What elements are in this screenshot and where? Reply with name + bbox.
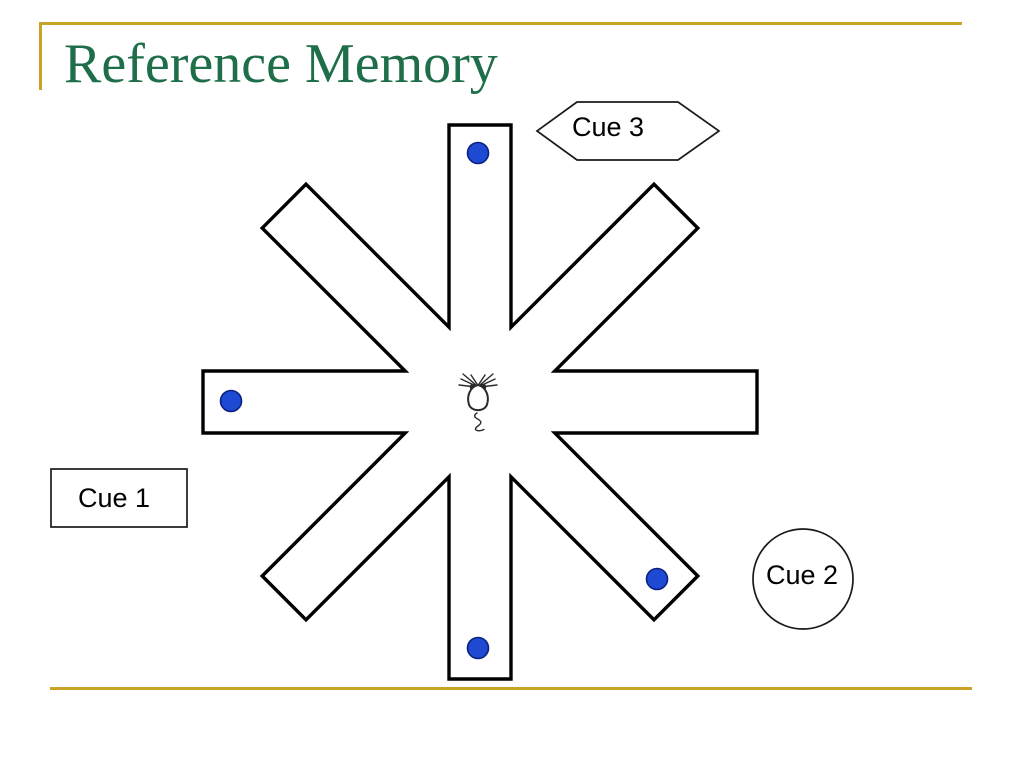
top-accent-rule [39,22,962,25]
cue2-circle: Cue 2 [752,528,854,630]
reward-dot-southeast [645,567,669,591]
bottom-accent-rule [50,687,972,690]
cue2-label: Cue 2 [766,560,838,590]
reward-dot-west [219,389,243,413]
title-left-accent-rule [39,22,42,90]
page-title: Reference Memory [64,33,498,95]
cue1-box: Cue 1 [50,468,188,528]
cue1-label: Cue 1 [78,483,150,513]
reward-dot-south [466,636,490,660]
reward-dot-north [466,141,490,165]
cue3-label: Cue 3 [572,112,644,142]
cue3-hexagon: Cue 3 [535,101,721,161]
rat-figure [458,373,498,432]
